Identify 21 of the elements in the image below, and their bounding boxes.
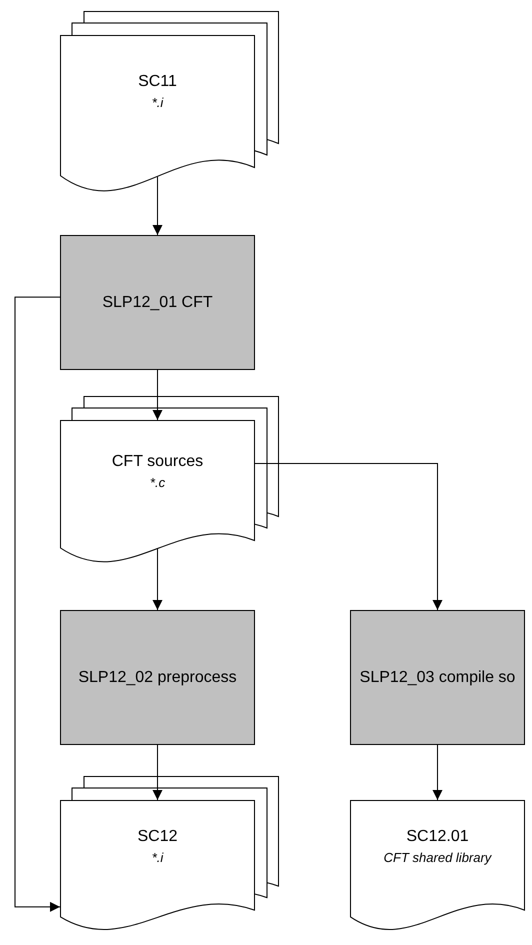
- node-title: CFT sources: [112, 452, 204, 472]
- node-subtitle: *.c: [150, 474, 166, 490]
- arrow: [254, 463, 442, 610]
- process-box: [350, 610, 525, 745]
- process-box: [60, 235, 255, 370]
- node-subtitle: *.i: [152, 94, 164, 111]
- arrow: [152, 176, 162, 236]
- node-title: SLP12_02 preprocess: [78, 668, 237, 688]
- arrow: [152, 548, 162, 610]
- arrow: [152, 744, 162, 800]
- node-title: SLP12_03 compile so: [360, 668, 516, 688]
- node-title: SC12.01: [406, 827, 469, 848]
- arrow: [152, 370, 162, 420]
- process-box: [60, 610, 255, 745]
- arrow: [432, 744, 442, 800]
- node-title: SLP12_01 CFT: [102, 292, 213, 312]
- node-subtitle: *.i: [152, 849, 164, 866]
- node-title: SC12: [137, 827, 178, 848]
- node-title: SC11: [138, 72, 177, 92]
- arrow: [14, 296, 60, 912]
- node-subtitle: CFT shared library: [384, 849, 492, 866]
